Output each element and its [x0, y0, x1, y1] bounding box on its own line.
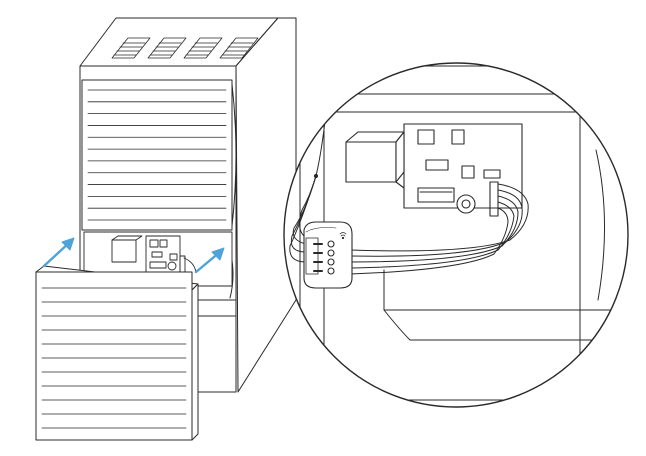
wireless-module [304, 222, 352, 288]
magnifier-circle [284, 63, 646, 420]
upper-front-panel [82, 80, 232, 230]
front-access-panel [36, 266, 198, 440]
